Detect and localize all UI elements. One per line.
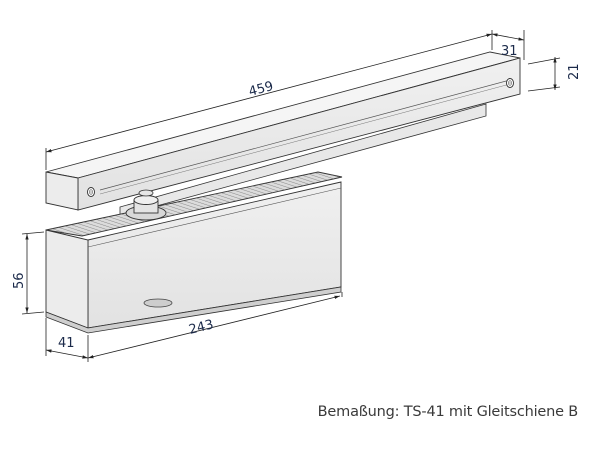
closer-body	[45, 171, 343, 334]
diagram-caption: Bemaßung: TS-41 mit Gleitschiene B	[317, 404, 579, 420]
extension-line	[21, 231, 45, 235]
dim-body-depth-line	[45, 349, 89, 359]
body-edge-line	[87, 187, 342, 248]
dimension-lines: 459 31 21 56 41 243	[12, 30, 582, 362]
rail-end-hole-inner	[89, 189, 93, 195]
dim-body-length-line	[87, 295, 341, 359]
pinion-top	[133, 195, 159, 205]
dim-rail-length-label: 459	[247, 79, 275, 100]
body-rib-texture	[46, 172, 342, 236]
slide-rail	[45, 51, 521, 217]
dim-body-length-label: 243	[187, 317, 215, 337]
pinion-cap	[138, 189, 154, 197]
rail-end-face	[45, 171, 79, 211]
rail-end-hole-inner	[508, 80, 512, 86]
dim-body-height-label: 56	[12, 272, 27, 289]
rail-groove-line	[99, 79, 511, 191]
dim-rail-length-line	[45, 33, 493, 153]
pinion-bottom	[143, 298, 173, 308]
dim-rail-height-label: 21	[567, 63, 582, 80]
extension-line	[21, 311, 45, 315]
dim-rail-width-line	[491, 33, 525, 41]
dim-rail-width-label: 31	[501, 44, 518, 59]
dim-body-depth-label: 41	[58, 336, 75, 351]
body-end-face	[45, 229, 89, 329]
